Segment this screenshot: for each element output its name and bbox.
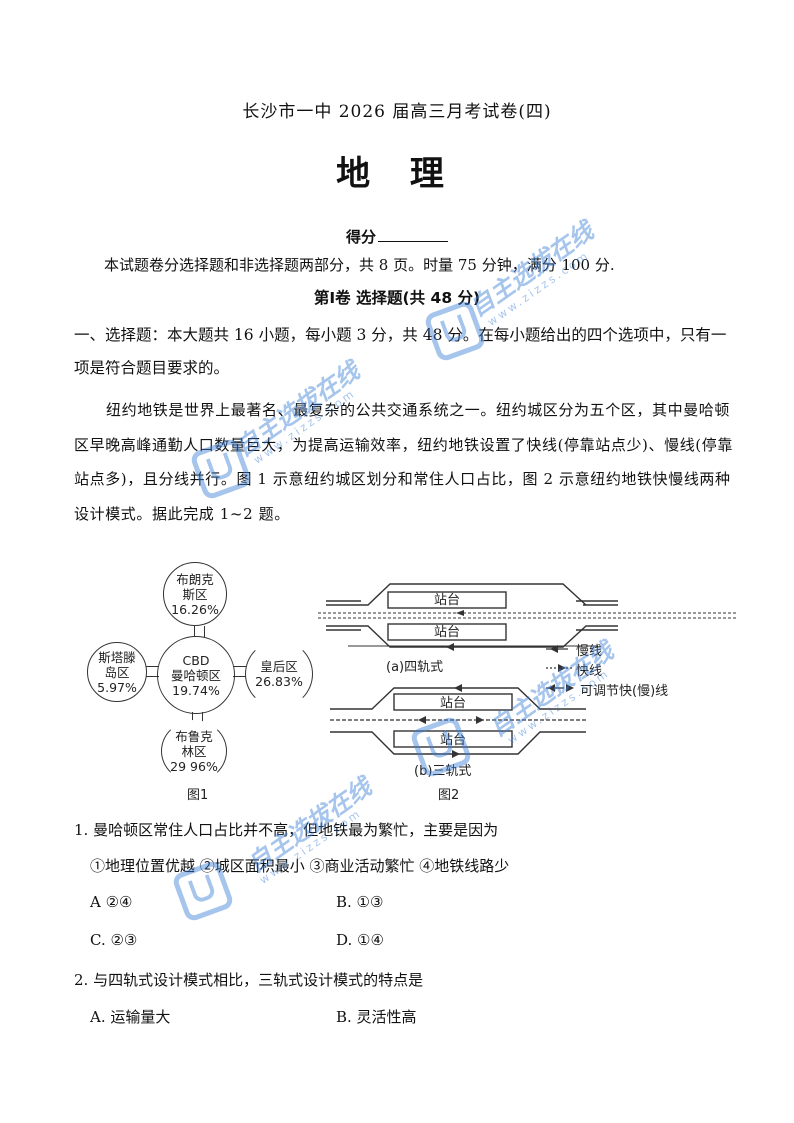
reading-passage: 纽约地铁是世界上最著名、最复杂的公共交通系统之一。纽约城区分为五个区，其中曼哈顿… — [74, 401, 733, 523]
district-name: 岛区 — [104, 664, 130, 680]
score-field: 得分 — [346, 226, 449, 247]
district-name: 斯区 — [182, 586, 208, 602]
district-brooklyn: 布鲁克 林区 29 96% — [161, 720, 227, 782]
section-instruction: 一、选择题：本大题共 16 小题，每小题 3 分，共 48 分。在每小题给出的四… — [74, 326, 727, 377]
district-name: 布朗克 — [176, 571, 214, 587]
district-name: 皇后区 — [260, 659, 298, 674]
question-1-statements: ①地理位置优越 ②城区面积最小 ③商业活动繁忙 ④地铁线路少 — [90, 857, 510, 875]
connector — [192, 712, 203, 722]
question-2-option-b[interactable]: B. 灵活性高 — [336, 1008, 417, 1026]
track-diagram: 站台 站台 站台 站台 — [318, 583, 738, 758]
district-bronx: 布朗克 斯区 16.26% — [163, 562, 227, 626]
platform-label: 站台 — [434, 625, 460, 640]
district-percent: 19.74% — [172, 682, 220, 698]
district-percent: 26.83% — [255, 674, 303, 689]
district-percent: 29 96% — [170, 758, 218, 774]
district-name: 林区 — [181, 743, 207, 759]
platform-label: 站台 — [440, 696, 466, 711]
connector — [233, 666, 247, 677]
connector — [194, 626, 205, 638]
district-name: CBD — [182, 652, 210, 668]
platform-label: 站台 — [434, 593, 460, 608]
district-name: 布鲁克 — [175, 728, 213, 744]
question-2-stem: 2. 与四轨式设计模式相比，三轨式设计模式的特点是 — [74, 971, 424, 989]
question-1-stem: 1. 曼哈顿区常住人口占比并不高，但地铁最为繁忙，主要是因为 — [74, 821, 499, 839]
figure-1: 布朗克 斯区 16.26% CBD 曼哈顿区 19.74% 斯塔滕 岛区 5.9… — [85, 558, 325, 808]
part-title: 第Ⅰ卷 选择题(共 48 分) — [313, 289, 481, 307]
district-name: 曼哈顿区 — [170, 667, 221, 683]
diagram-a-label: (a)四轨式 — [386, 660, 444, 675]
figure-1-caption: 图1 — [187, 788, 209, 803]
question-1-option-d[interactable]: D. ①④ — [336, 931, 384, 949]
district-percent: 5.97% — [97, 679, 137, 695]
score-label: 得分 — [346, 228, 377, 246]
legend-adjustable-line: 可调节快(慢)线 — [580, 684, 669, 699]
district-staten-island: 斯塔滕 岛区 5.97% — [87, 642, 147, 702]
score-blank — [378, 227, 449, 242]
district-name: 斯塔滕 — [98, 649, 136, 665]
figure-2-caption: 图2 — [438, 788, 460, 803]
question-1-option-c[interactable]: C. ②③ — [90, 931, 138, 949]
legend-fast-line: 快线 — [576, 664, 603, 679]
exam-title: 长沙市一中 2026 届高三月考试卷(四) — [242, 102, 552, 122]
district-manhattan: CBD 曼哈顿区 19.74% — [157, 636, 235, 714]
question-1-option-b[interactable]: B. ①③ — [336, 893, 384, 911]
subject-title: 地 理 — [336, 154, 458, 194]
question-1-option-a[interactable]: A ②④ — [90, 893, 133, 911]
district-queens: 皇后区 26.83% — [245, 640, 313, 708]
question-2-option-a[interactable]: A. 运输量大 — [90, 1008, 171, 1026]
exam-info: 本试题卷分选择题和非选择题两部分，共 8 页。时量 75 分钟，满分 100 分… — [104, 256, 615, 274]
legend-slow-line: 慢线 — [576, 644, 603, 659]
figure-2: 站台 站台 站台 站台 (a)四轨式 (b)三轨式 慢线 快线 可调节快(慢)线 — [318, 572, 738, 812]
connector — [143, 666, 159, 677]
district-percent: 16.26% — [171, 601, 219, 617]
